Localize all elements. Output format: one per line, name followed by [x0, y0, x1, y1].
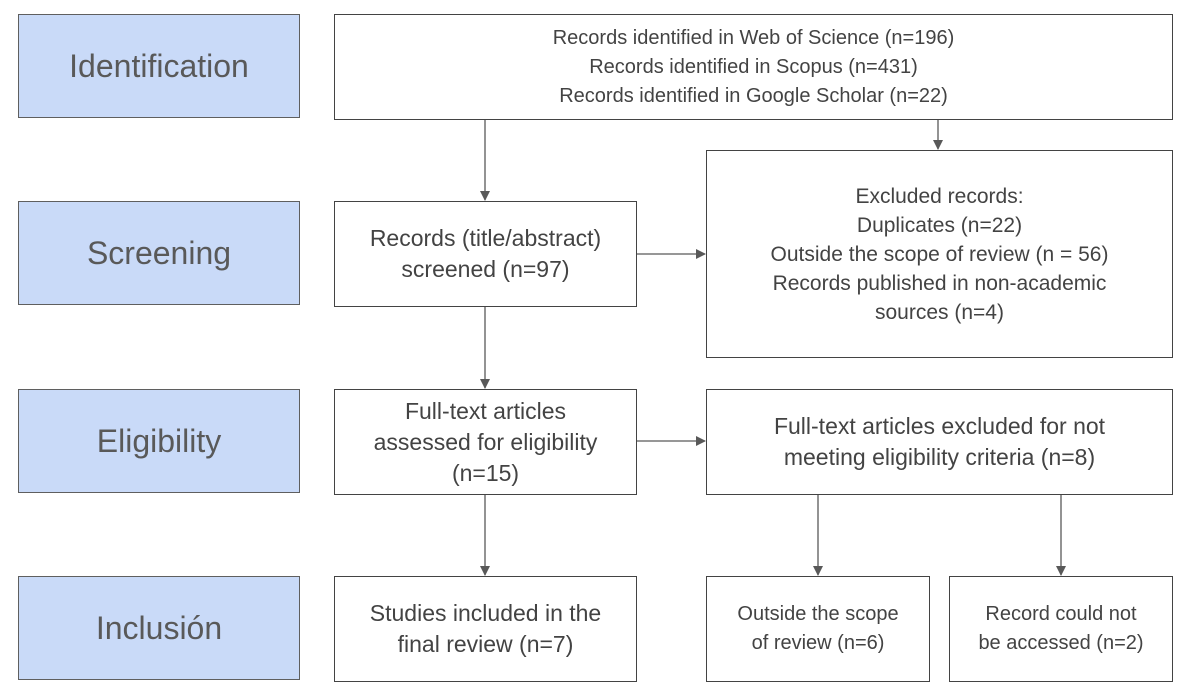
excluded-non-academic-line-2: sources (n=4)	[875, 300, 1004, 324]
stage-inclusion-label: Inclusión	[95, 609, 223, 646]
assessed-line-1: Full-text articles	[404, 397, 567, 424]
stage-eligibility-label: Eligibility	[96, 422, 222, 459]
studies-included-box: Studies included in the final review (n=…	[334, 576, 637, 682]
studies-included-line-1: Studies included in the	[369, 600, 602, 626]
records-identified-scholar: Records identified in Google Scholar (n=…	[559, 84, 948, 107]
outside-scope-line-2: of review (n=6)	[751, 632, 885, 654]
stage-screening: Screening	[18, 201, 300, 305]
stage-identification: Identification	[18, 14, 300, 118]
fulltext-excluded-box: Full-text articles excluded for not meet…	[706, 389, 1173, 495]
stage-inclusion: Inclusión	[18, 576, 300, 680]
stage-screening-label: Screening	[86, 234, 232, 271]
not-accessed-line-2: be accessed (n=2)	[978, 632, 1144, 654]
not-accessed-box: Record could not be accessed (n=2)	[949, 576, 1173, 682]
excluded-non-academic-line-1: Records published in non-academic	[772, 271, 1107, 295]
records-screened-box: Records (title/abstract) screened (n=97)	[334, 201, 637, 307]
records-identified-scopus: Records identified in Scopus (n=431)	[589, 55, 918, 78]
records-identified-wos: Records identified in Web of Science (n=…	[552, 26, 955, 49]
records-screened-line-1: Records (title/abstract)	[369, 225, 602, 251]
stage-identification-label: Identification	[69, 47, 249, 84]
excluded-duplicates: Duplicates (n=22)	[856, 213, 1023, 237]
excluded-outside-scope: Outside the scope of review (n = 56)	[770, 242, 1109, 266]
not-accessed-line-1: Record could not	[985, 603, 1137, 625]
assessed-line-2: assessed for eligibility	[373, 428, 598, 455]
assessed-eligibility-box: Full-text articles assessed for eligibil…	[334, 389, 637, 495]
fulltext-excluded-line-1: Full-text articles excluded for not	[773, 413, 1106, 439]
outside-scope-box: Outside the scope of review (n=6)	[706, 576, 930, 682]
fulltext-excluded-line-2: meeting eligibility criteria (n=8)	[783, 444, 1096, 470]
studies-included-line-2: final review (n=7)	[397, 631, 574, 657]
excluded-records-box: Excluded records: Duplicates (n=22) Outs…	[706, 150, 1173, 358]
stage-eligibility: Eligibility	[18, 389, 300, 493]
records-screened-line-2: screened (n=97)	[401, 256, 570, 282]
excluded-records-heading: Excluded records:	[855, 184, 1024, 208]
outside-scope-line-1: Outside the scope	[737, 603, 899, 625]
assessed-line-3: (n=15)	[451, 459, 520, 486]
records-identified-box: Records identified in Web of Science (n=…	[334, 14, 1173, 120]
